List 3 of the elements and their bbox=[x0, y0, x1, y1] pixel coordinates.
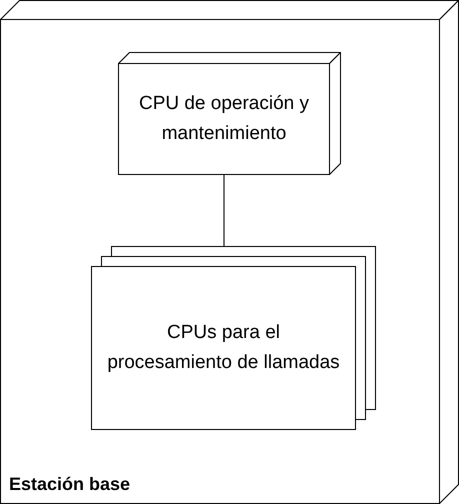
node-label: CPUs para el procesamiento de llamadas bbox=[106, 321, 341, 375]
node-label: Estación base bbox=[9, 472, 130, 495]
node-label: CPU de operación y mantenimiento bbox=[138, 92, 310, 146]
